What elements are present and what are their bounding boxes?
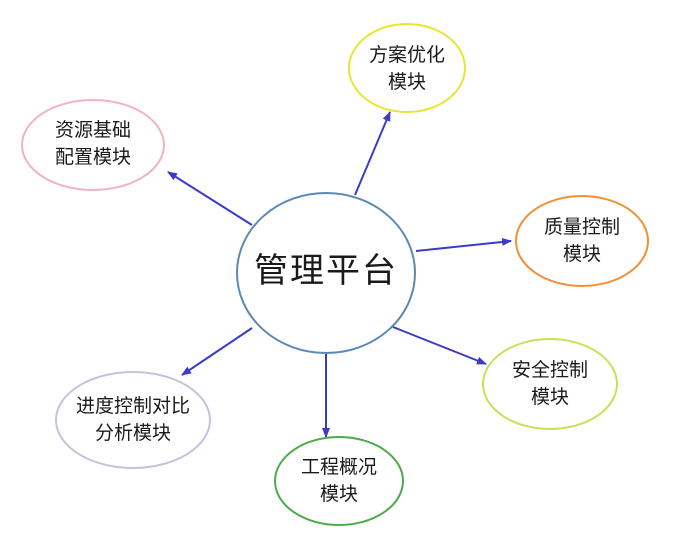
module-label-line-1: 资源基础 <box>55 119 131 141</box>
arrow-to-safety-control <box>392 326 487 365</box>
module-label-line-1: 进度控制对比 <box>76 395 190 417</box>
module-safety-control: 安全控制 模块 <box>482 338 618 430</box>
module-label-line-1: 方案优化 <box>369 44 445 66</box>
module-label-line-2: 模块 <box>531 386 569 408</box>
module-label-line-1: 安全控制 <box>512 359 588 381</box>
module-resource-config: 资源基础 配置模块 <box>21 99 165 191</box>
module-label-line-1: 质量控制 <box>544 216 620 238</box>
module-label-line-1: 工程概况 <box>301 456 377 478</box>
arrow-to-progress-analysis <box>181 327 253 376</box>
module-quality-control: 质量控制 模块 <box>515 195 649 287</box>
arrow-to-plan-optimization <box>354 111 391 196</box>
module-label-line-2: 模块 <box>563 243 601 265</box>
module-project-overview: 工程概况 模块 <box>274 436 404 526</box>
module-label-line-2: 配置模块 <box>55 146 131 168</box>
arrow-to-quality-control <box>415 237 512 252</box>
arrow-to-resource-config <box>167 171 253 226</box>
module-progress-analysis: 进度控制对比 分析模块 <box>55 371 211 469</box>
module-plan-optimization: 方案优化 模块 <box>348 23 466 113</box>
module-label-line-2: 分析模块 <box>95 422 171 444</box>
center-node: 管理平台 <box>236 192 416 354</box>
connector-arrows <box>167 111 512 438</box>
module-label-line-2: 模块 <box>388 71 426 93</box>
center-node-label: 管理平台 <box>254 251 398 291</box>
module-label-line-2: 模块 <box>320 483 358 505</box>
